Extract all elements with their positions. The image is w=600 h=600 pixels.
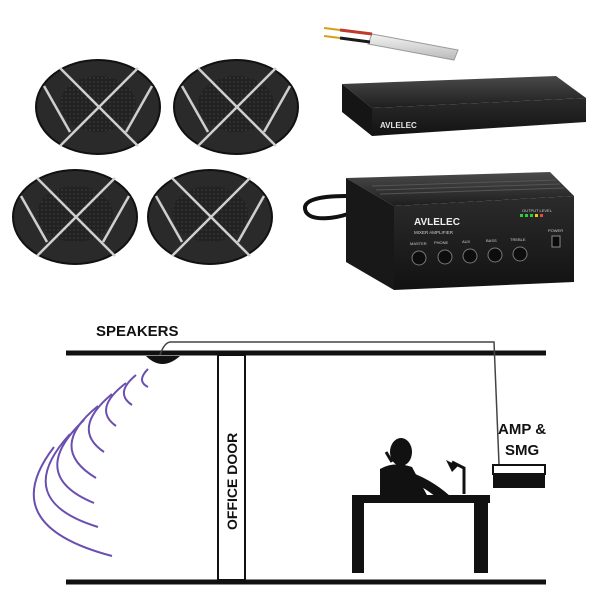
sound-masking-generator: AVLELEC (342, 76, 586, 136)
knob-label-treble: TREBLE (510, 237, 526, 242)
amp-label-line1: AMP & (498, 421, 546, 438)
speaker-top-left (35, 59, 161, 155)
bass-knob-icon (487, 247, 503, 263)
power-cord (302, 194, 349, 221)
desk-person-icon (352, 438, 490, 573)
grille-guard-icon (180, 67, 292, 147)
output-level-label: OUTPUT LEVEL (522, 208, 553, 213)
amp-label-line2: SMG (505, 442, 539, 459)
amplifier-model: MIXER AMPLIFIER (414, 230, 454, 235)
sound-waves (32, 368, 149, 557)
office-diagram: OFFICE DOOR SPEAKERS AMP & (32, 323, 546, 585)
knob-label-phone: PHONE (434, 240, 449, 245)
speakers-label: SPEAKERS (96, 323, 179, 340)
amplifier-brand: AVLELEC (414, 217, 460, 228)
power-label: POWER (548, 228, 563, 233)
knob-label-master: MASTER (410, 241, 427, 246)
desk-lamp-shade-icon (446, 460, 458, 472)
speaker-bottom-right (147, 169, 273, 265)
aux-knob-icon (462, 248, 478, 264)
knob-label-bass: BASS (486, 238, 497, 243)
level-meter (520, 214, 543, 217)
generator-brand: AVLELEC (380, 121, 417, 130)
ceiling-speaker-icon (146, 356, 180, 364)
knob-label-aux: AUX (462, 239, 471, 244)
smg-unit-icon (493, 474, 545, 488)
office-door-label: OFFICE DOOR (224, 433, 240, 530)
amp-unit-icon (492, 464, 546, 475)
office-door (217, 354, 246, 581)
speaker-wire (323, 27, 459, 61)
treble-knob-icon (512, 246, 528, 262)
speaker-top-right (173, 59, 299, 155)
grille-guard-icon (154, 177, 266, 257)
mixer-amplifier: AVLELEC MIXER AMPLIFIER OUTPUT LEVEL MAS… (302, 172, 574, 290)
master-knob-icon (411, 250, 427, 266)
desk-lamp-icon (451, 460, 466, 494)
power-switch-icon (551, 235, 561, 248)
phone-knob-icon (437, 249, 453, 265)
speaker-cable-line (159, 341, 500, 465)
grille-guard-icon (19, 177, 131, 257)
speaker-bottom-left (12, 169, 138, 265)
grille-guard-icon (42, 67, 154, 147)
